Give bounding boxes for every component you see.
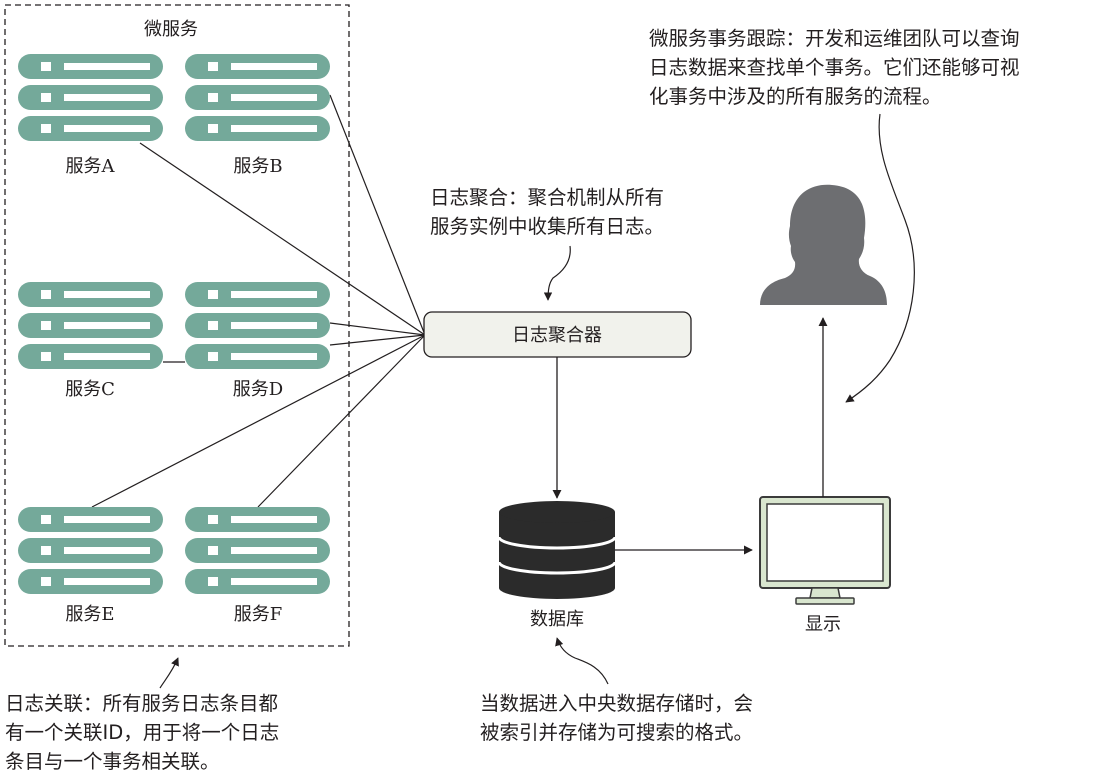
annotation-tracing: 微服务事务跟踪：开发和运维团队可以查询 日志数据来查找单个事务。它们还能够可视 …: [649, 27, 1020, 108]
server-slot: [64, 94, 150, 101]
annotation-correlation-line-2: 有一个关联ID，用于将一个日志: [5, 721, 279, 744]
server-stack-icon: [185, 507, 330, 594]
connection-service-d-2: [329, 334, 426, 346]
annotation-correlation-line-1: 日志关联：所有服务日志条目都: [5, 692, 278, 715]
annotation-correlation: 日志关联：所有服务日志条目都 有一个关联ID，用于将一个日志 条目与一个事务相关…: [5, 692, 279, 773]
server-slot: [64, 516, 150, 523]
server-led: [208, 577, 218, 586]
service-d: 服务D: [185, 282, 330, 400]
server-stacks: 服务A 服务B 服务C 服务D 服务E 服务F: [18, 54, 330, 625]
server-led: [208, 62, 218, 71]
server-slot: [64, 63, 150, 70]
log-aggregator-label: 日志聚合器: [512, 325, 602, 346]
service-b: 服务B: [185, 54, 330, 177]
server-stack-icon: [185, 282, 330, 369]
callout-arrows: [159, 113, 915, 689]
database: 数据库: [497, 501, 617, 630]
server-slot: [231, 516, 317, 523]
server-led: [41, 290, 51, 299]
service-c-label: 服务C: [65, 379, 115, 400]
server-led: [41, 352, 51, 361]
server-slot: [231, 94, 317, 101]
callout-arrow-storage: [555, 637, 609, 685]
service-e-label: 服务E: [65, 604, 114, 625]
server-stack-icon: [18, 507, 163, 594]
annotation-storage: 当数据进入中央数据存储时，会 被索引并存储为可搜索的格式。: [480, 692, 753, 744]
service-a-label: 服务A: [66, 156, 116, 177]
display-label: 显示: [805, 614, 841, 635]
server-slot: [64, 547, 150, 554]
annotation-correlation-line-3: 条目与一个事务相关联。: [5, 750, 220, 773]
server-led: [41, 93, 51, 102]
server-led: [208, 321, 218, 330]
callout-arrow-tracing: [845, 113, 915, 403]
callout-arrow-aggregation: [543, 245, 571, 301]
server-slot: [231, 547, 317, 554]
service-e: 服务E: [18, 507, 163, 625]
server-slot: [64, 125, 150, 132]
server-stack-icon: [185, 54, 330, 141]
server-stack-icon: [18, 282, 163, 369]
display: 显示: [759, 496, 891, 635]
server-slot: [231, 291, 317, 298]
server-led: [41, 546, 51, 555]
database-icon: [497, 501, 617, 599]
server-slot: [231, 353, 317, 360]
server-led: [41, 321, 51, 330]
annotation-tracing-line-3: 化事务中涉及的所有服务的流程。: [649, 85, 942, 108]
server-slot: [231, 63, 317, 70]
server-led: [41, 124, 51, 133]
server-led: [208, 515, 218, 524]
server-led: [208, 352, 218, 361]
service-c: 服务C: [18, 282, 163, 400]
log-aggregator: 日志聚合器: [423, 311, 692, 358]
server-led: [41, 62, 51, 71]
server-led: [41, 577, 51, 586]
server-stack-icon: [18, 54, 163, 141]
connection-service-b: [329, 94, 426, 336]
server-slot: [64, 291, 150, 298]
database-label: 数据库: [530, 609, 584, 630]
service-b-label: 服务B: [233, 156, 282, 177]
service-f-label: 服务F: [234, 604, 283, 625]
server-led: [208, 93, 218, 102]
server-slot: [231, 578, 317, 585]
server-led: [208, 124, 218, 133]
service-d-label: 服务D: [233, 379, 283, 400]
server-slot: [64, 578, 150, 585]
user-silhouette-icon: [760, 184, 887, 305]
annotation-tracing-line-2: 日志数据来查找单个事务。它们还能够可视: [649, 56, 1020, 79]
annotation-tracing-line-1: 微服务事务跟踪：开发和运维团队可以查询: [649, 27, 1020, 50]
service-f: 服务F: [185, 507, 330, 625]
connection-service-f: [257, 334, 426, 508]
server-slot: [231, 125, 317, 132]
annotation-aggregation-line-1: 日志聚合：聚合机制从所有: [430, 186, 664, 209]
server-led: [208, 290, 218, 299]
server-slot: [64, 322, 150, 329]
service-a: 服务A: [18, 54, 163, 177]
server-slot: [64, 353, 150, 360]
connection-service-a: [139, 142, 426, 336]
microservices-group-label: 微服务: [144, 19, 198, 40]
server-slot: [231, 322, 317, 329]
annotation-storage-line-2: 被索引并存储为可搜索的格式。: [480, 721, 753, 744]
service-connections: [91, 94, 426, 508]
server-led: [208, 546, 218, 555]
connection-service-d-1: [329, 322, 426, 336]
monitor-icon: [759, 496, 891, 605]
annotation-storage-line-1: 当数据进入中央数据存储时，会: [480, 692, 753, 715]
annotation-aggregation-line-2: 服务实例中收集所有日志。: [430, 215, 664, 238]
connection-service-e: [91, 334, 426, 508]
annotation-aggregation: 日志聚合：聚合机制从所有 服务实例中收集所有日志。: [430, 186, 664, 238]
server-led: [41, 515, 51, 524]
callout-arrow-correlation: [159, 657, 179, 689]
